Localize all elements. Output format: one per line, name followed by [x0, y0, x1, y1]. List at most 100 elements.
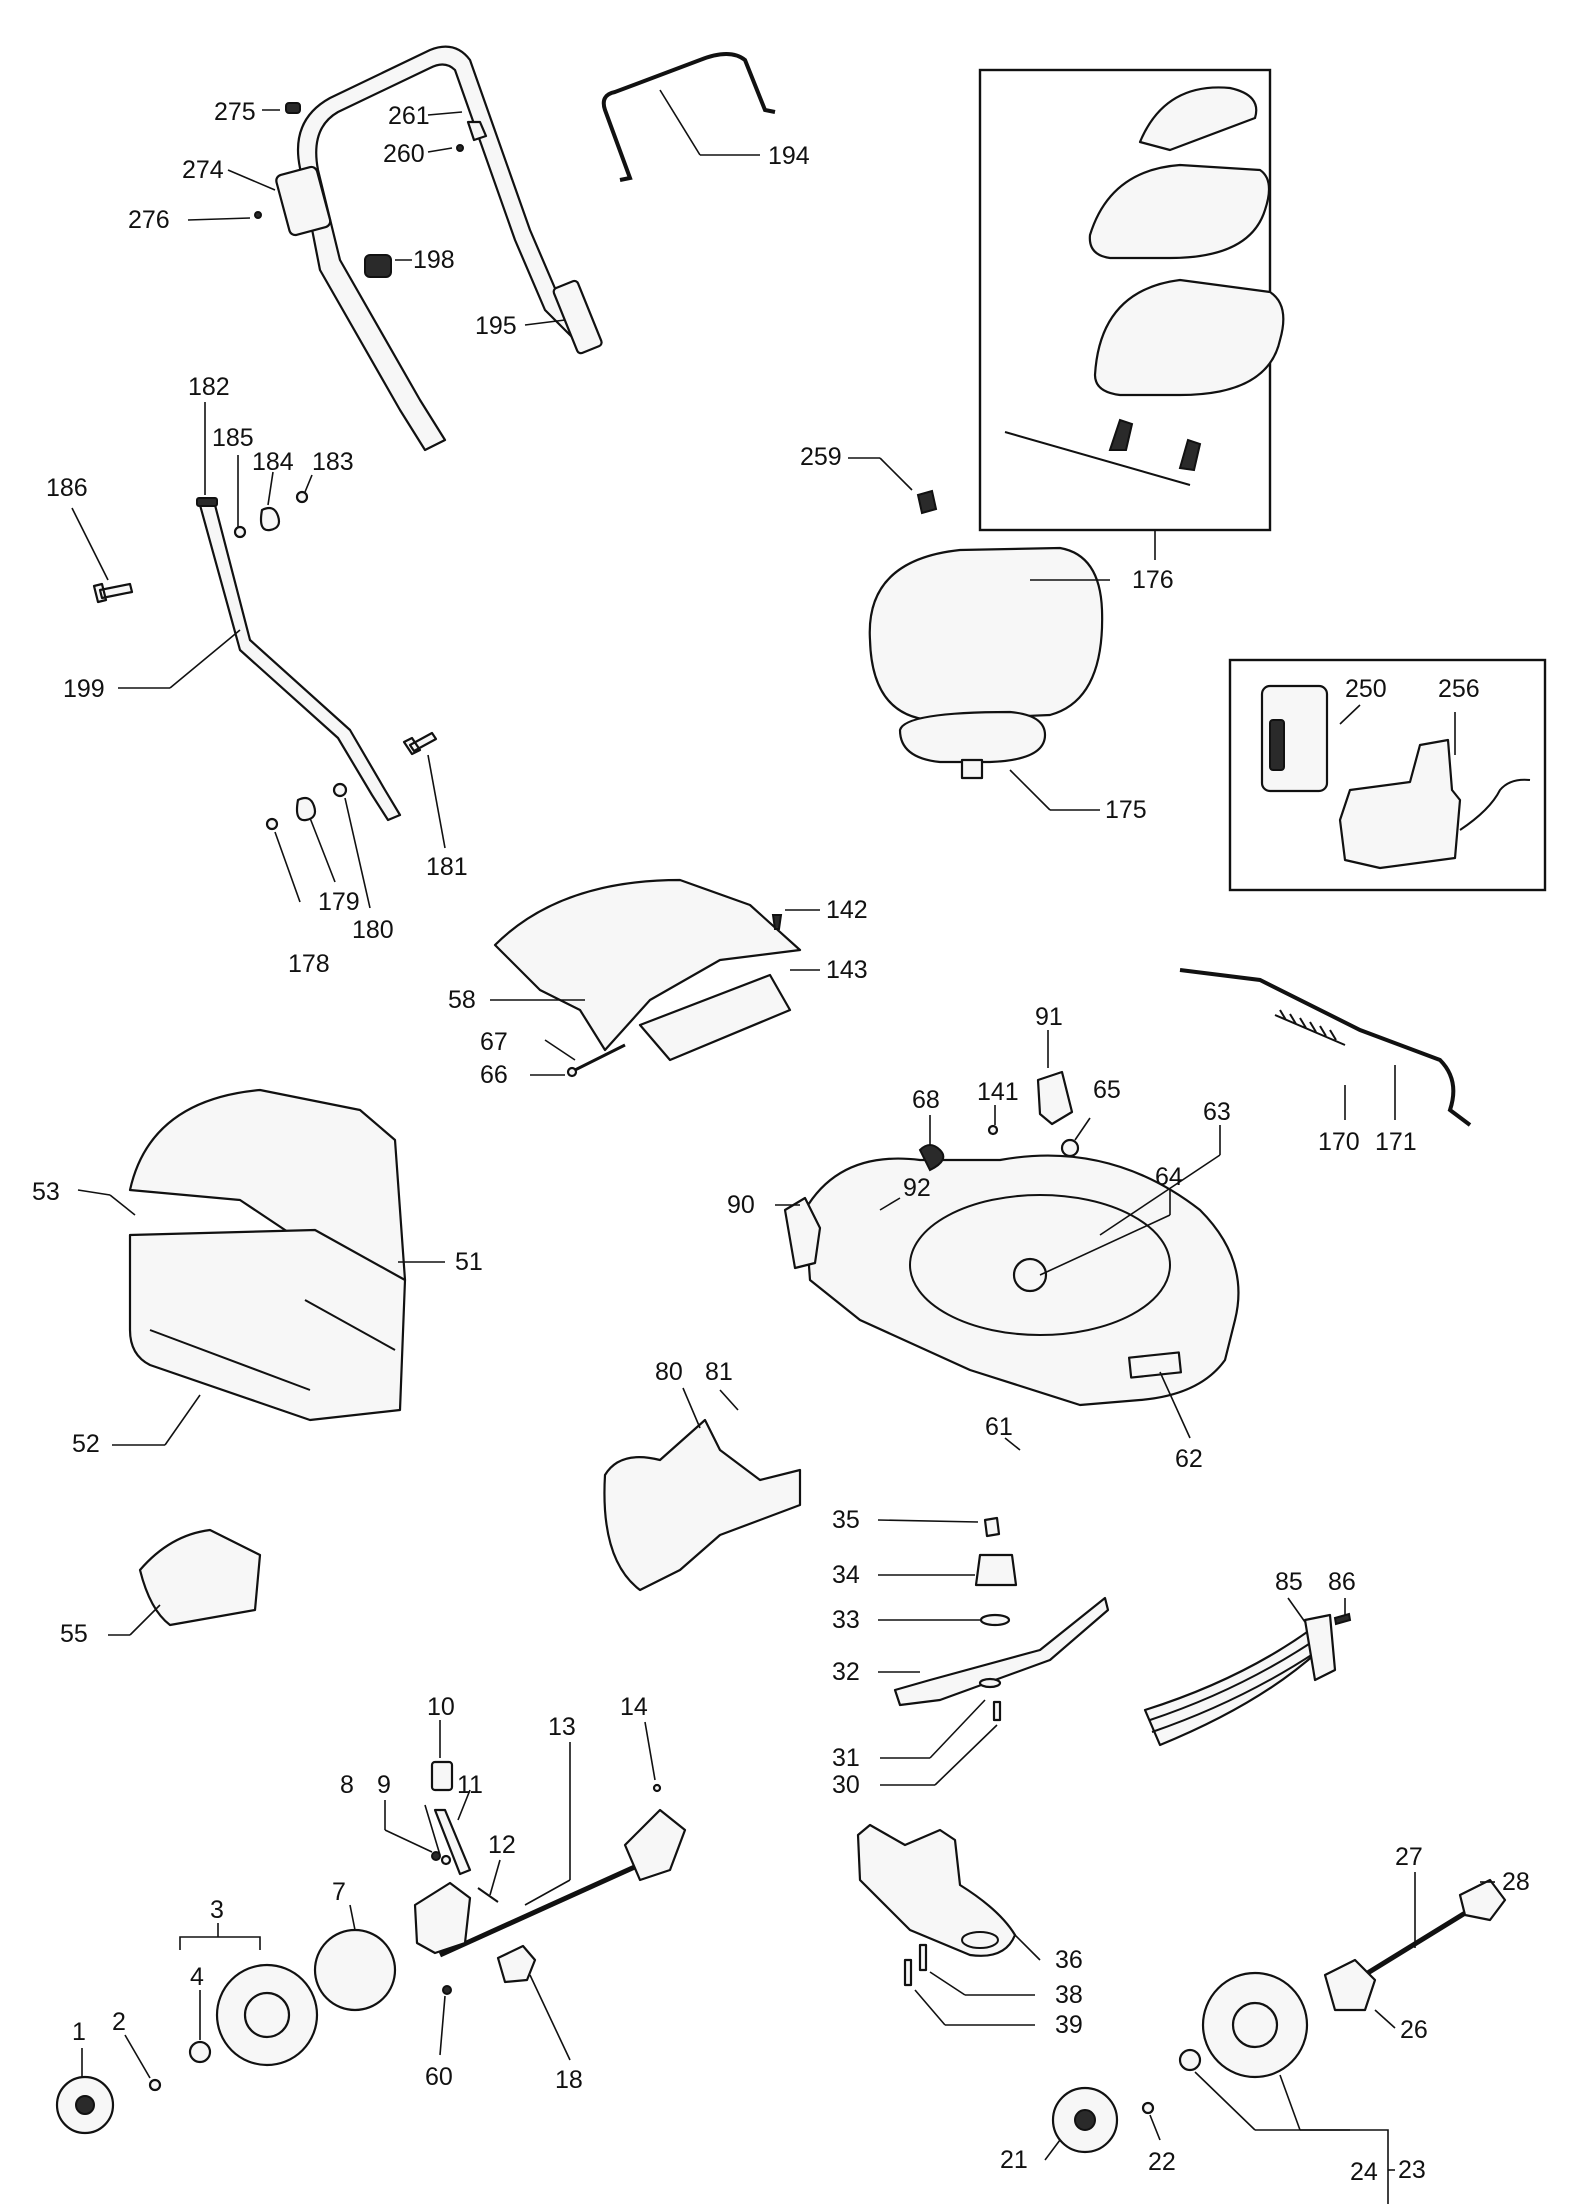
rear-flap — [493, 878, 802, 1052]
leaders-motor — [848, 457, 1110, 811]
callout-199: 199 — [63, 675, 105, 703]
callout-260: 260 — [383, 140, 425, 168]
lower-handle-assembly — [92, 490, 438, 831]
pad-10 — [430, 1760, 454, 1792]
leaders-upper — [187, 89, 760, 326]
callout-27: 27 — [1395, 1843, 1423, 1871]
clip-26 — [1323, 1958, 1377, 2012]
callout-259: 259 — [800, 443, 842, 471]
deck-assembly — [783, 1070, 1240, 1407]
leaders-80 — [682, 1387, 739, 1429]
bracket-11 — [433, 1808, 472, 1876]
callout-81: 81 — [705, 1358, 733, 1386]
callout-10: 10 — [427, 1693, 455, 1721]
bracket-28 — [1458, 1878, 1507, 1922]
callout-256: 256 — [1438, 675, 1480, 703]
callout-2: 2 — [112, 2008, 126, 2036]
charger — [1338, 738, 1462, 870]
callout-85: 85 — [1275, 1568, 1303, 1596]
motor-base — [898, 710, 1047, 764]
callout-186: 186 — [46, 474, 88, 502]
leaders-36 — [914, 1934, 1041, 2026]
upper-handle — [296, 45, 602, 452]
screw-141 — [987, 1124, 999, 1136]
callout-58: 58 — [448, 986, 476, 1014]
callout-64: 64 — [1155, 1163, 1183, 1191]
callout-181: 181 — [426, 853, 468, 881]
blade-stack — [893, 1516, 1110, 1722]
washer-180 — [332, 782, 348, 798]
handle-knob — [364, 254, 392, 278]
bolt-8 — [431, 1851, 441, 1861]
plug-65 — [1060, 1138, 1080, 1158]
discharge-deflector — [603, 1418, 802, 1592]
callout-1: 1 — [72, 2018, 86, 2046]
knob-179 — [295, 796, 317, 822]
callout-178: 178 — [288, 950, 330, 978]
callout-26: 26 — [1400, 2016, 1428, 2044]
screw-276 — [254, 211, 262, 219]
callout-68: 68 — [912, 1086, 940, 1114]
callout-21: 21 — [1000, 2146, 1028, 2174]
callout-61: 61 — [985, 1413, 1013, 1441]
leaders-deck — [775, 1030, 1396, 1451]
bush-4 — [188, 2040, 212, 2064]
screw-260 — [456, 144, 464, 152]
blade-32 — [893, 1596, 1110, 1707]
callout-261: 261 — [388, 102, 430, 130]
disc-7 — [313, 1928, 397, 2012]
callout-194: 194 — [768, 142, 810, 170]
wheel-bracket — [413, 1881, 472, 1955]
callout-12: 12 — [488, 1831, 516, 1859]
callout-51: 51 — [455, 1248, 483, 1276]
callout-141: 141 — [977, 1078, 1019, 1106]
leaders-lower-handle — [71, 402, 446, 909]
callout-250: 250 — [1345, 675, 1387, 703]
callout-60: 60 — [425, 2063, 453, 2091]
pin-12 — [477, 1887, 499, 1903]
callout-11: 11 — [457, 1771, 483, 1799]
knob-18 — [496, 1944, 537, 1984]
callout-22: 22 — [1148, 2148, 1176, 2176]
callout-179: 179 — [318, 888, 360, 916]
lower-handle-bar — [198, 503, 402, 822]
nut-2 — [148, 2078, 162, 2092]
leaders-front-axle — [81, 1720, 656, 2079]
callout-24: 24 — [1350, 2158, 1378, 2186]
callout-8: 8 — [340, 1771, 354, 1799]
callout-171: 171 — [1375, 1128, 1417, 1156]
callout-39: 39 — [1055, 2011, 1083, 2039]
rear-flap-guard — [638, 973, 792, 1062]
bolt-186 — [92, 582, 134, 604]
callout-13: 13 — [548, 1713, 576, 1741]
washer-185 — [233, 525, 247, 539]
callout-176: 176 — [1132, 566, 1174, 594]
washer-33 — [979, 1613, 1011, 1627]
callout-198: 198 — [413, 246, 455, 274]
callout-143: 143 — [826, 956, 868, 984]
nut-22 — [1141, 2101, 1155, 2115]
callout-30: 30 — [832, 1771, 860, 1799]
deck-label — [1127, 1351, 1183, 1379]
grip-sleeve — [552, 279, 603, 355]
callout-63: 63 — [1203, 1098, 1231, 1126]
rear-axle-assembly — [1051, 1878, 1507, 2154]
grass-box-assembly — [128, 1088, 407, 1422]
callout-183: 183 — [312, 448, 354, 476]
deck-spindle-hole — [1012, 1257, 1048, 1293]
nut-178 — [265, 817, 279, 831]
washer-9 — [440, 1854, 452, 1866]
front-axle-assembly — [55, 1760, 687, 2135]
screw-60 — [442, 1985, 452, 1995]
bracket-90 — [783, 1196, 822, 1270]
leaders-rear-axle — [1044, 1872, 1495, 2204]
battery-charger-inset-frame — [1228, 658, 1547, 892]
callout-52: 52 — [72, 1430, 100, 1458]
motor-cover-assembly — [868, 489, 1104, 780]
leaders-flap — [490, 909, 820, 1076]
callout-142: 142 — [826, 896, 868, 924]
callout-182: 182 — [188, 373, 230, 401]
callout-4: 4 — [190, 1963, 204, 1991]
bolt-30 — [992, 1700, 1002, 1722]
